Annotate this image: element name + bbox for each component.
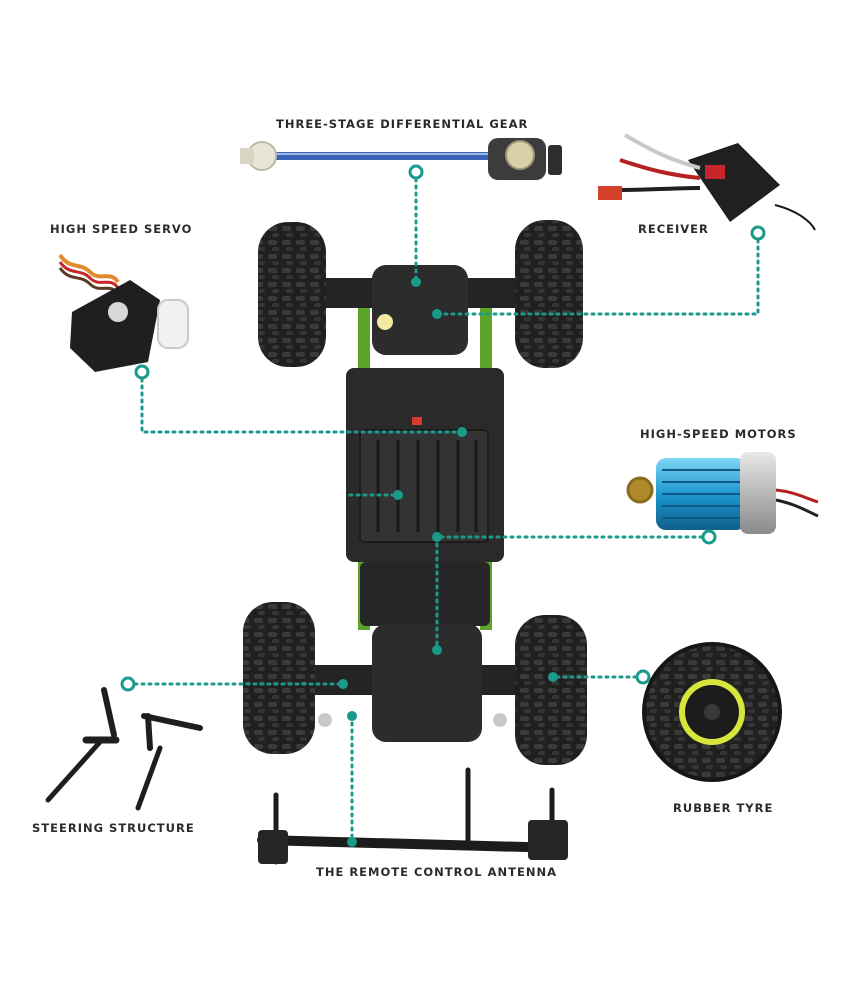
servo-image bbox=[58, 253, 189, 372]
label-differential-gear: THREE-STAGE DIFFERENTIAL GEAR bbox=[276, 117, 529, 131]
label-rubber-tyre: RUBBER TYRE bbox=[673, 801, 774, 815]
connector-lines bbox=[126, 170, 760, 844]
rear-left-tyre bbox=[243, 602, 315, 754]
receiver-image bbox=[598, 133, 816, 231]
front-axle-light bbox=[377, 314, 393, 330]
rubber-tyre-image bbox=[642, 642, 782, 782]
front-left-tyre bbox=[258, 222, 326, 367]
rear-gearbox bbox=[372, 624, 482, 742]
label-remote-control-antenna: THE REMOTE CONTROL ANTENNA bbox=[316, 865, 557, 879]
label-high-speed-motors: HIGH-SPEED MOTORS bbox=[640, 427, 797, 441]
power-switch bbox=[412, 417, 422, 425]
rc-car-chassis bbox=[243, 220, 587, 765]
rear-frame bbox=[360, 562, 490, 626]
front-gearbox bbox=[372, 265, 468, 355]
battery-cover bbox=[359, 429, 489, 543]
steering-structure-image bbox=[45, 687, 203, 811]
antenna-image bbox=[257, 767, 568, 865]
rear-light-left bbox=[318, 713, 332, 727]
front-right-tyre bbox=[515, 220, 583, 368]
rear-light-right bbox=[493, 713, 507, 727]
label-receiver: RECEIVER bbox=[638, 222, 709, 236]
label-high-speed-servo: HIGH SPEED SERVO bbox=[50, 222, 193, 236]
rear-right-tyre bbox=[515, 615, 587, 765]
connector-dots bbox=[120, 164, 766, 847]
motor-image bbox=[626, 452, 819, 534]
differential-gear-image bbox=[240, 138, 562, 180]
label-steering-structure: STEERING STRUCTURE bbox=[32, 821, 195, 835]
